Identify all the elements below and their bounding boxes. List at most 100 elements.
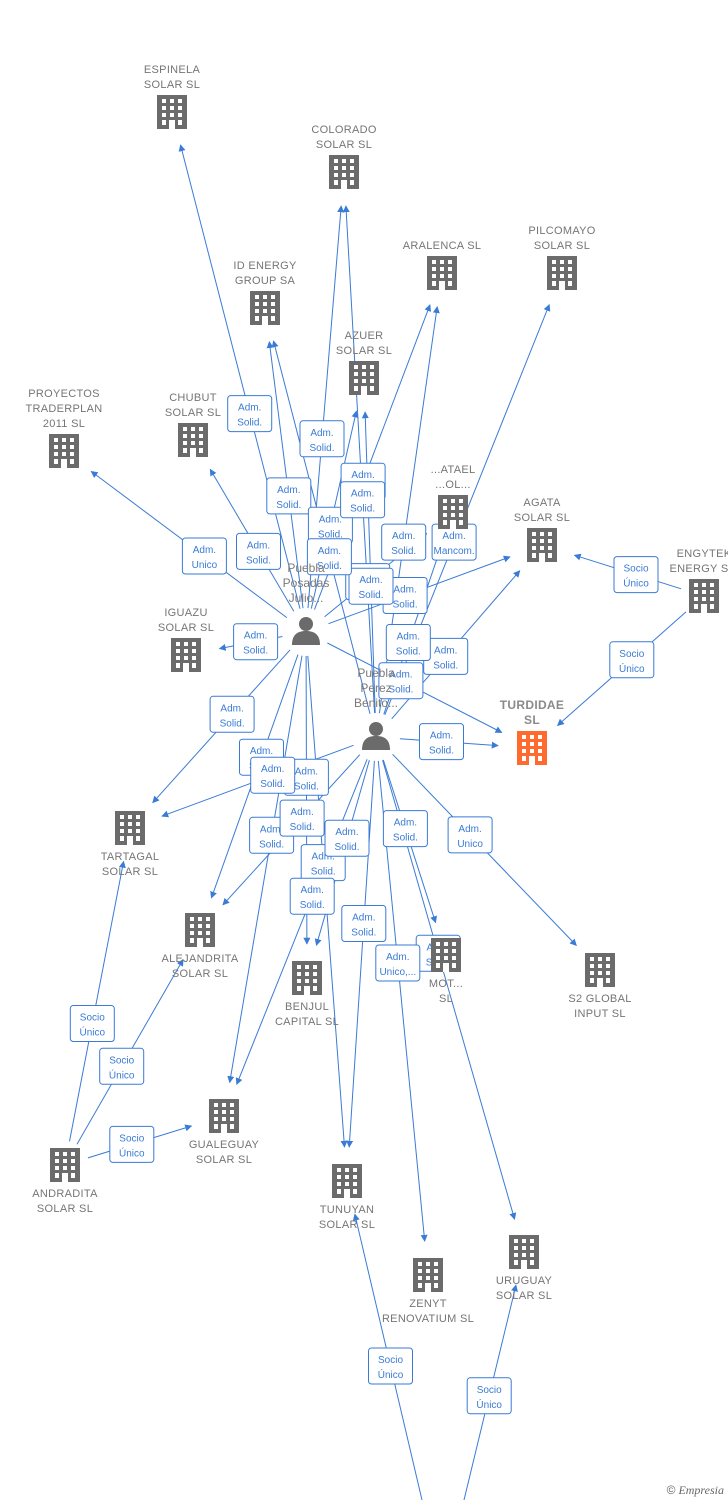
edge-label-puebla_julio-iguazu[interactable]: Adm.Solid.: [233, 623, 279, 661]
edge-label-line: Socio: [619, 649, 644, 660]
edge-label-puebla_julio-tartagal[interactable]: Adm.Solid.: [209, 695, 255, 733]
company-label-line: SOLAR SL: [196, 1154, 252, 1166]
edge-puebla_julio-idenergy: [266, 341, 304, 609]
company-node-gualeguay[interactable]: GUALEGUAY SOLAR SL: [189, 1099, 260, 1166]
empresia-logo-text: Empresia: [678, 1483, 724, 1497]
edge-label-line: Socio: [80, 1013, 105, 1024]
company-label-line: CHUBUT: [169, 392, 217, 404]
person-node-puebla_julio[interactable]: PueblaPosadasJulio...: [283, 561, 330, 645]
company-label-line: ARALENCA SL: [403, 240, 482, 252]
edge-label-puebla_benito-gualeguay[interactable]: Adm.Solid.: [289, 877, 335, 915]
company-label-line: RENOVATIUM SL: [382, 1313, 474, 1325]
company-label-line: SL: [524, 713, 540, 727]
company-label-line: ...OL...: [435, 479, 470, 491]
company-label-line: ESPINELA: [144, 64, 201, 76]
building-icon: [431, 938, 461, 972]
company-label-line: ID ENERGY: [233, 260, 297, 272]
edge-label-puebla_julio-proyectos[interactable]: Adm.Unico: [181, 537, 227, 575]
edge-label-line: Solid.: [391, 546, 416, 557]
company-label-line: URUGUAY: [496, 1275, 553, 1287]
edge-label-puebla_benito-s2global[interactable]: Adm.Unico: [447, 816, 493, 854]
edge-label-line: Único: [623, 577, 649, 590]
edge-label-puebla_benito-motril[interactable]: Adm.Solid.: [382, 810, 428, 848]
edge-label-puebla_julio-colorado[interactable]: Adm.Solid.: [299, 420, 345, 458]
edge-label-line: Adm.: [434, 645, 457, 656]
person-node-puebla_benito[interactable]: PueblaPerezBenito...: [354, 666, 398, 750]
edge-label-line: Solid.: [260, 779, 285, 790]
edge-label-puebla_benito-tunuyan[interactable]: Adm. Solid.: [341, 905, 387, 942]
edge-label-puebla_benito-aralenca[interactable]: Adm.Solid.: [381, 523, 427, 561]
edge-label-line: Único: [109, 1068, 135, 1081]
company-label-line: COLORADO: [311, 124, 376, 136]
company-node-motril[interactable]: MOT...SL: [429, 938, 463, 1005]
edge-label-puebla_benito-idenergy[interactable]: Adm.Solid.: [306, 538, 352, 576]
edge-label-puebla_benito-colorado[interactable]: Adm.Solid.: [340, 481, 386, 519]
edge-label-puebla_benito-pilcomayo[interactable]: Adm.Mancom.: [431, 523, 477, 561]
edge-label-line: Adm.: [352, 913, 375, 924]
edge-label-line: Solid.: [351, 928, 376, 939]
building-icon: [329, 155, 359, 189]
edge-label-puebla_julio-turdidae[interactable]: Adm.Solid.: [378, 662, 424, 700]
edge-label-puebla_julio-espinela[interactable]: Adm.Solid.: [227, 395, 273, 433]
edge-label-puebla_julio-idenergy[interactable]: Adm.Solid.: [266, 477, 312, 515]
edge-label-line: Solid.: [393, 600, 418, 611]
edge-label-line: Adm.: [394, 818, 417, 829]
building-icon: [509, 1235, 539, 1269]
company-label-line: CAPITAL SL: [275, 1016, 339, 1028]
edge-label-puebla_benito-benjul[interactable]: Adm.Solid.: [324, 819, 370, 857]
edge-label-puebla_julio-benjul[interactable]: Adm.Solid.: [283, 758, 329, 796]
company-label-line: GUALEGUAY: [189, 1139, 260, 1151]
edge-label-puebla_benito-zenyt[interactable]: Adm.Unico,...: [375, 944, 421, 982]
edge-label-puebla_benito-tartagal[interactable]: Adm.Solid.: [250, 756, 296, 794]
company-label-line: SOLAR SL: [158, 622, 214, 634]
building-icon: [349, 361, 379, 395]
edge-label-puebla_benito-azuer[interactable]: Adm.Solid.: [348, 567, 394, 605]
building-icon: [332, 1164, 362, 1198]
company-node-satelite[interactable]: ...ATAEL...OL...: [431, 464, 476, 529]
building-icon: [689, 579, 719, 613]
edge-label-line: Solid.: [300, 900, 325, 911]
edge-label-line: Adm.: [247, 540, 270, 551]
edge-label-puebla_benito-satelite[interactable]: Adm.Solid.: [385, 624, 431, 661]
edge-label-line: Adm.: [335, 827, 358, 838]
building-icon: [427, 256, 457, 290]
edge-label-line: Adm.: [389, 670, 412, 681]
edge-label-line: Adm.: [250, 746, 273, 757]
edge-label-puebla_benito-alejandrita[interactable]: Adm.Solid.: [279, 799, 325, 837]
edge-label-line: Solid.: [429, 746, 454, 757]
company-node-aralenca[interactable]: ARALENCA SL: [403, 240, 482, 290]
edge-label-line: Adm.: [295, 766, 318, 777]
edge-label-puebla_benito-turdidae[interactable]: Adm.Solid.: [419, 723, 464, 761]
person-label-line: Puebla: [357, 666, 395, 680]
edge-label-line: Adm.: [351, 470, 374, 481]
edge-label-line: Adm.: [277, 485, 300, 496]
edge-label-puebla_julio-chubut[interactable]: Adm.Solid.: [236, 532, 281, 570]
